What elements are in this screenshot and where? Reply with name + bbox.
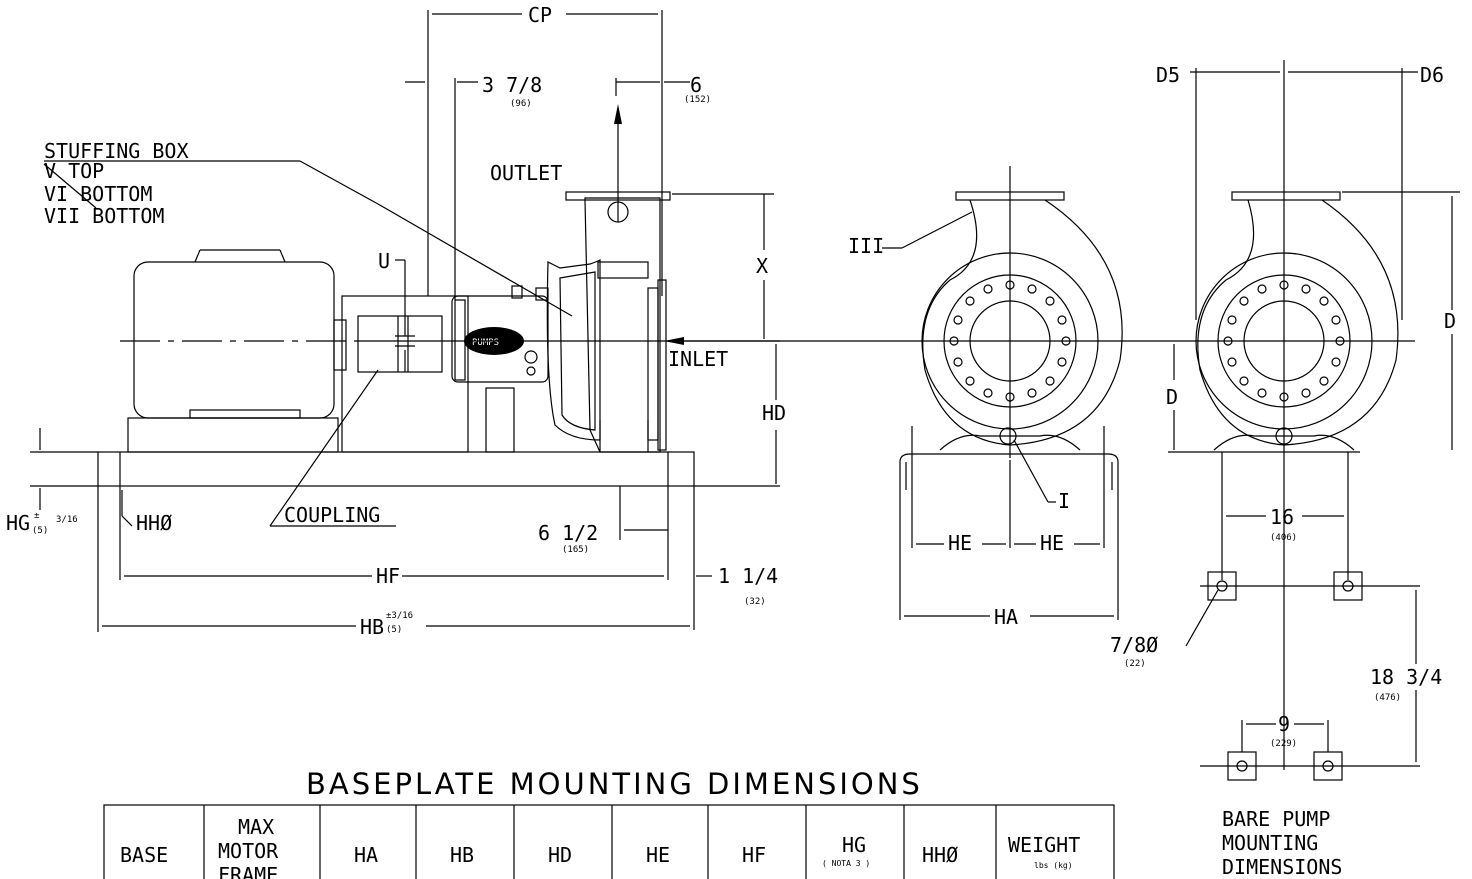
th-he: HE [646, 843, 670, 867]
stuffing-box-vi: VI BOTTOM [44, 182, 152, 206]
dim-18-3-4: 18 3/4 [1370, 665, 1442, 689]
dim-16: 16 [1270, 505, 1294, 529]
dim-d5: D5 [1156, 63, 1180, 87]
dim-hb: HB [360, 615, 384, 639]
dim-3-7-8: 3 7/8 [482, 73, 542, 97]
dim-d-left: D [1166, 385, 1178, 409]
stuffing-box-v: V TOP [44, 159, 104, 183]
bolt-hole-square [1207, 571, 1237, 601]
th-hb: HB [450, 843, 474, 867]
dim-ha: HA [994, 605, 1018, 629]
th-motor-3: FRAME [218, 863, 278, 879]
dim-7-8: 7/8Ø [1110, 633, 1158, 657]
dim-16-mm: (406) [1270, 533, 1297, 543]
dim-6: 6 [690, 73, 702, 97]
dim-d6: D6 [1420, 63, 1444, 87]
table-title: BASEPLATE MOUNTING DIMENSIONS [306, 767, 923, 801]
dim-6-1-2: 6 1/2 [538, 521, 598, 545]
stuffing-box-vii: VII BOTTOM [44, 204, 164, 228]
pumps-badge-text: PUMPS [472, 338, 499, 348]
dim-1-1-4-mm: (32) [744, 597, 766, 607]
inlet-label: INLET [668, 347, 728, 371]
bare-pump-caption-1: BARE PUMP [1222, 807, 1330, 831]
dim-hg-frac: 3/16 [56, 515, 78, 525]
dim-6-1-2-mm: (165) [562, 545, 589, 555]
dim-he-left: HE [948, 531, 972, 555]
label-i: I [1058, 489, 1070, 513]
dim-1-1-4: 1 1/4 [718, 564, 778, 588]
dim-9-mm: (229) [1270, 739, 1297, 749]
dim-hg-mm: (5) [32, 526, 48, 536]
baseplate [97, 451, 695, 487]
volute-right [1197, 199, 1399, 446]
side-view: PUMPS CP 3 7/8 (96) 6 (152) [6, 3, 1415, 639]
th-base: BASE [120, 843, 168, 867]
front-view: III I HE HE HA [848, 166, 1123, 629]
baseplate-dimensions-table: BASEPLATE MOUNTING DIMENSIONS BASE MAX M… [103, 767, 1115, 879]
th-ha: HA [354, 843, 378, 867]
volute-middle [922, 199, 1123, 446]
bolt-hole-square [1333, 571, 1363, 601]
stuffing-box-title: STUFFING BOX [44, 139, 189, 163]
dim-cp: CP [528, 3, 552, 27]
th-hh: HHØ [922, 843, 958, 867]
outlet-label: OUTLET [490, 161, 562, 185]
label-iii: III [848, 234, 884, 258]
th-hf: HF [742, 843, 766, 867]
th-hg-note: ( NOTA 3 ) [822, 859, 870, 868]
bare-pump-caption-3: DIMENSIONS [1222, 855, 1342, 879]
dim-hg: HG [6, 511, 30, 535]
dim-hf: HF [376, 564, 400, 588]
coupling-label: COUPLING [284, 503, 380, 527]
dim-x: X [756, 254, 768, 278]
dim-hd: HD [762, 401, 786, 425]
dim-3-7-8-mm: (96) [510, 99, 532, 109]
motor [133, 261, 335, 419]
bare-pump-caption-2: MOUNTING [1222, 831, 1318, 855]
th-motor-1: MAX [238, 815, 274, 839]
th-weight-note: lbs (kg) [1034, 861, 1073, 870]
dim-9: 9 [1278, 712, 1290, 736]
dim-he-right: HE [1040, 531, 1064, 555]
dim-hb-mm: (5) [386, 625, 402, 635]
pump-casing [546, 259, 601, 441]
th-weight: WEIGHT [1008, 833, 1080, 857]
dim-u: U [378, 249, 390, 273]
dim-18-3-4-mm: (476) [1374, 693, 1401, 703]
dim-hh: HHØ [136, 511, 172, 535]
dim-hb-tol: ±3/16 [386, 611, 413, 621]
th-hg: HG [842, 833, 866, 857]
bare-pump-view: D5 D6 D D 16 (406) 7/8Ø (22) [1110, 60, 1460, 879]
dim-7-8-mm: (22) [1124, 659, 1146, 669]
dim-d-right: D [1444, 309, 1456, 333]
dim-hg-pm: ± [34, 511, 40, 521]
th-hd: HD [548, 843, 572, 867]
dim-6-mm: (152) [684, 95, 711, 105]
th-motor-2: MOTOR [218, 839, 279, 863]
